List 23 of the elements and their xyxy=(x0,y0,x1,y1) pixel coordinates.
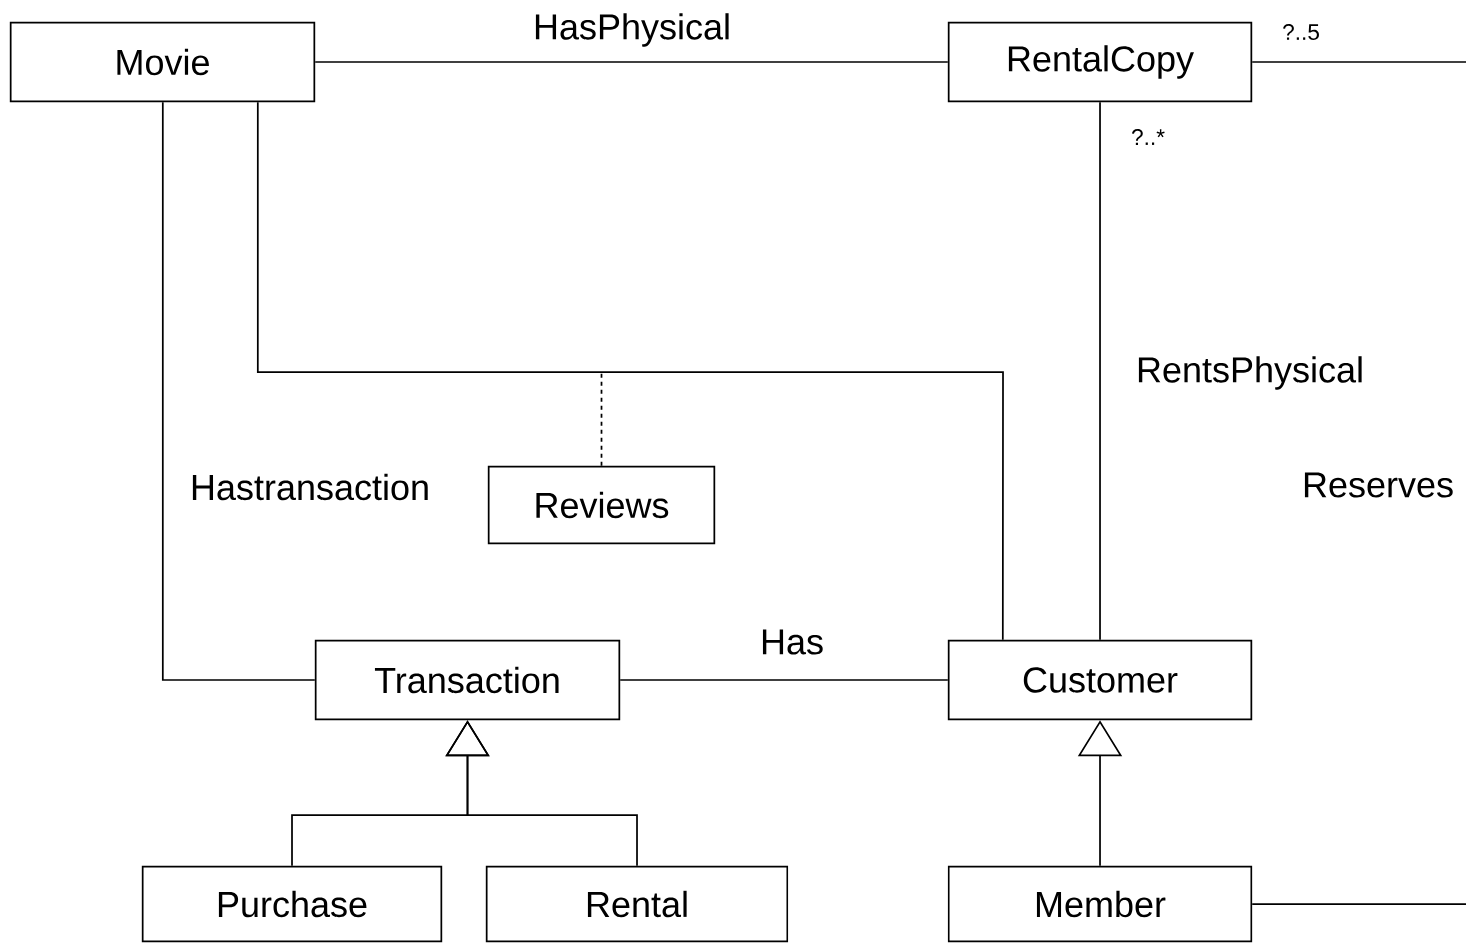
association-label: Reserves xyxy=(1304,472,1453,498)
class-box: RentalCopy xyxy=(947,21,1253,103)
dashed-line xyxy=(600,371,603,467)
multiplicity-label: ?..5 xyxy=(1283,24,1319,41)
class-box: Purchase xyxy=(141,865,443,943)
class-box: Reviews xyxy=(487,465,716,545)
association-line xyxy=(1099,101,1101,641)
edge-label: RentsPhysical xyxy=(1134,354,1366,392)
class-box: Transaction xyxy=(314,639,621,721)
multiplicity-label: ?..* xyxy=(1131,129,1165,145)
association-line xyxy=(256,101,1004,641)
class-box: Movie xyxy=(9,21,316,103)
association-line xyxy=(619,679,949,681)
association-line xyxy=(161,101,316,681)
class-box: Member xyxy=(947,865,1253,943)
association-line xyxy=(1251,61,1466,63)
class-box: Rental xyxy=(485,865,789,943)
edge-label: Hastransaction xyxy=(188,472,432,502)
edge-label: HasPhysical xyxy=(531,11,733,49)
association-line xyxy=(1251,903,1466,905)
edge-label: Has xyxy=(758,628,826,656)
association-line xyxy=(314,61,949,63)
class-box: Customer xyxy=(947,639,1253,721)
